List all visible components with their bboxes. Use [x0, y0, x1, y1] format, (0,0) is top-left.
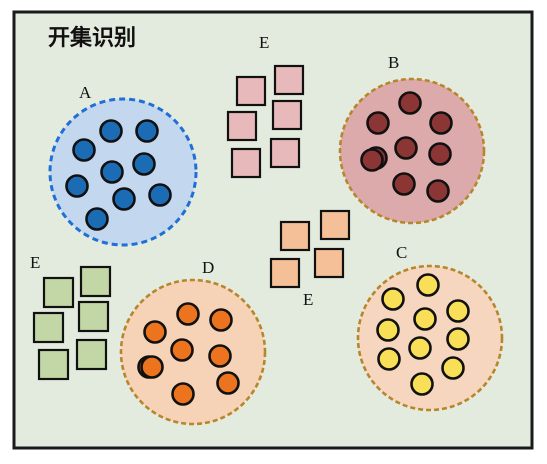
cluster-c-point [446, 299, 470, 323]
cluster-b-point [392, 172, 416, 196]
cluster-d-point [171, 382, 195, 406]
unknown-sample-square [42, 276, 75, 309]
cluster-d-label: D [202, 258, 214, 277]
cluster-d-point [209, 308, 233, 332]
known-class-clusters [48, 77, 504, 426]
unknown-group-e-orange [269, 209, 351, 289]
cluster-d-point [170, 338, 194, 362]
cluster-a-point [148, 183, 172, 207]
unknown-group-e-pink [226, 64, 305, 179]
unknown-sample-square [269, 137, 301, 169]
unknown-sample-square [79, 265, 112, 298]
unknown-sample-square [77, 300, 110, 333]
cluster-c-point [413, 307, 437, 331]
cluster-c-point [377, 347, 401, 371]
unknown-sample-square [235, 75, 267, 107]
unknown-sample-square [32, 311, 65, 344]
cluster-d-point [216, 371, 240, 395]
group-labels: A B C D E E E [30, 33, 407, 309]
cluster-b-point [429, 111, 453, 135]
cluster-c-point [376, 318, 400, 342]
cluster-b-point [366, 111, 390, 135]
cluster-d [119, 278, 267, 426]
unknown-sample-square [273, 64, 305, 96]
cluster-a-point [112, 187, 136, 211]
cluster-a-point [72, 138, 96, 162]
cluster-a-label: A [79, 83, 92, 102]
cluster-a-point [100, 160, 124, 184]
cluster-c-point [446, 327, 470, 351]
unknown-sample-square [230, 147, 262, 179]
cluster-b-point [398, 91, 422, 115]
cluster-c-point [410, 372, 434, 396]
cluster-a [48, 97, 198, 247]
cluster-b-point [394, 136, 418, 160]
cluster-a-point [85, 207, 109, 231]
cluster-c-point [381, 287, 405, 311]
unknown-sample-square [226, 110, 258, 142]
cluster-b-point [428, 142, 452, 166]
cluster-c [356, 264, 504, 412]
cluster-b-point [426, 179, 450, 203]
cluster-a-point [65, 174, 89, 198]
unknown-class-groups [32, 64, 351, 381]
unknown-sample-square [271, 99, 303, 131]
diagram-title: 开集识别 [48, 25, 136, 51]
unknown-group-label: E [30, 253, 40, 272]
unknown-group-label: E [259, 33, 269, 52]
cluster-c-point [408, 336, 432, 360]
unknown-sample-square [75, 338, 108, 371]
cluster-a-point [132, 152, 156, 176]
unknown-group-label: E [303, 290, 313, 309]
cluster-c-point [416, 273, 440, 297]
cluster-b-point [360, 148, 384, 172]
cluster-d-point [140, 355, 164, 379]
unknown-group-e-green [32, 265, 112, 381]
cluster-d-point [208, 344, 232, 368]
cluster-d-point [143, 320, 167, 344]
unknown-sample-square [279, 220, 311, 252]
cluster-c-point [441, 356, 465, 380]
cluster-a-point [135, 119, 159, 143]
cluster-c-label: C [396, 243, 407, 262]
unknown-sample-square [37, 348, 70, 381]
cluster-d-point [176, 302, 200, 326]
cluster-b-label: B [388, 53, 399, 72]
unknown-sample-square [319, 209, 351, 241]
unknown-sample-square [269, 257, 301, 289]
cluster-b [338, 77, 486, 225]
unknown-sample-square [313, 247, 345, 279]
cluster-a-point [99, 119, 123, 143]
